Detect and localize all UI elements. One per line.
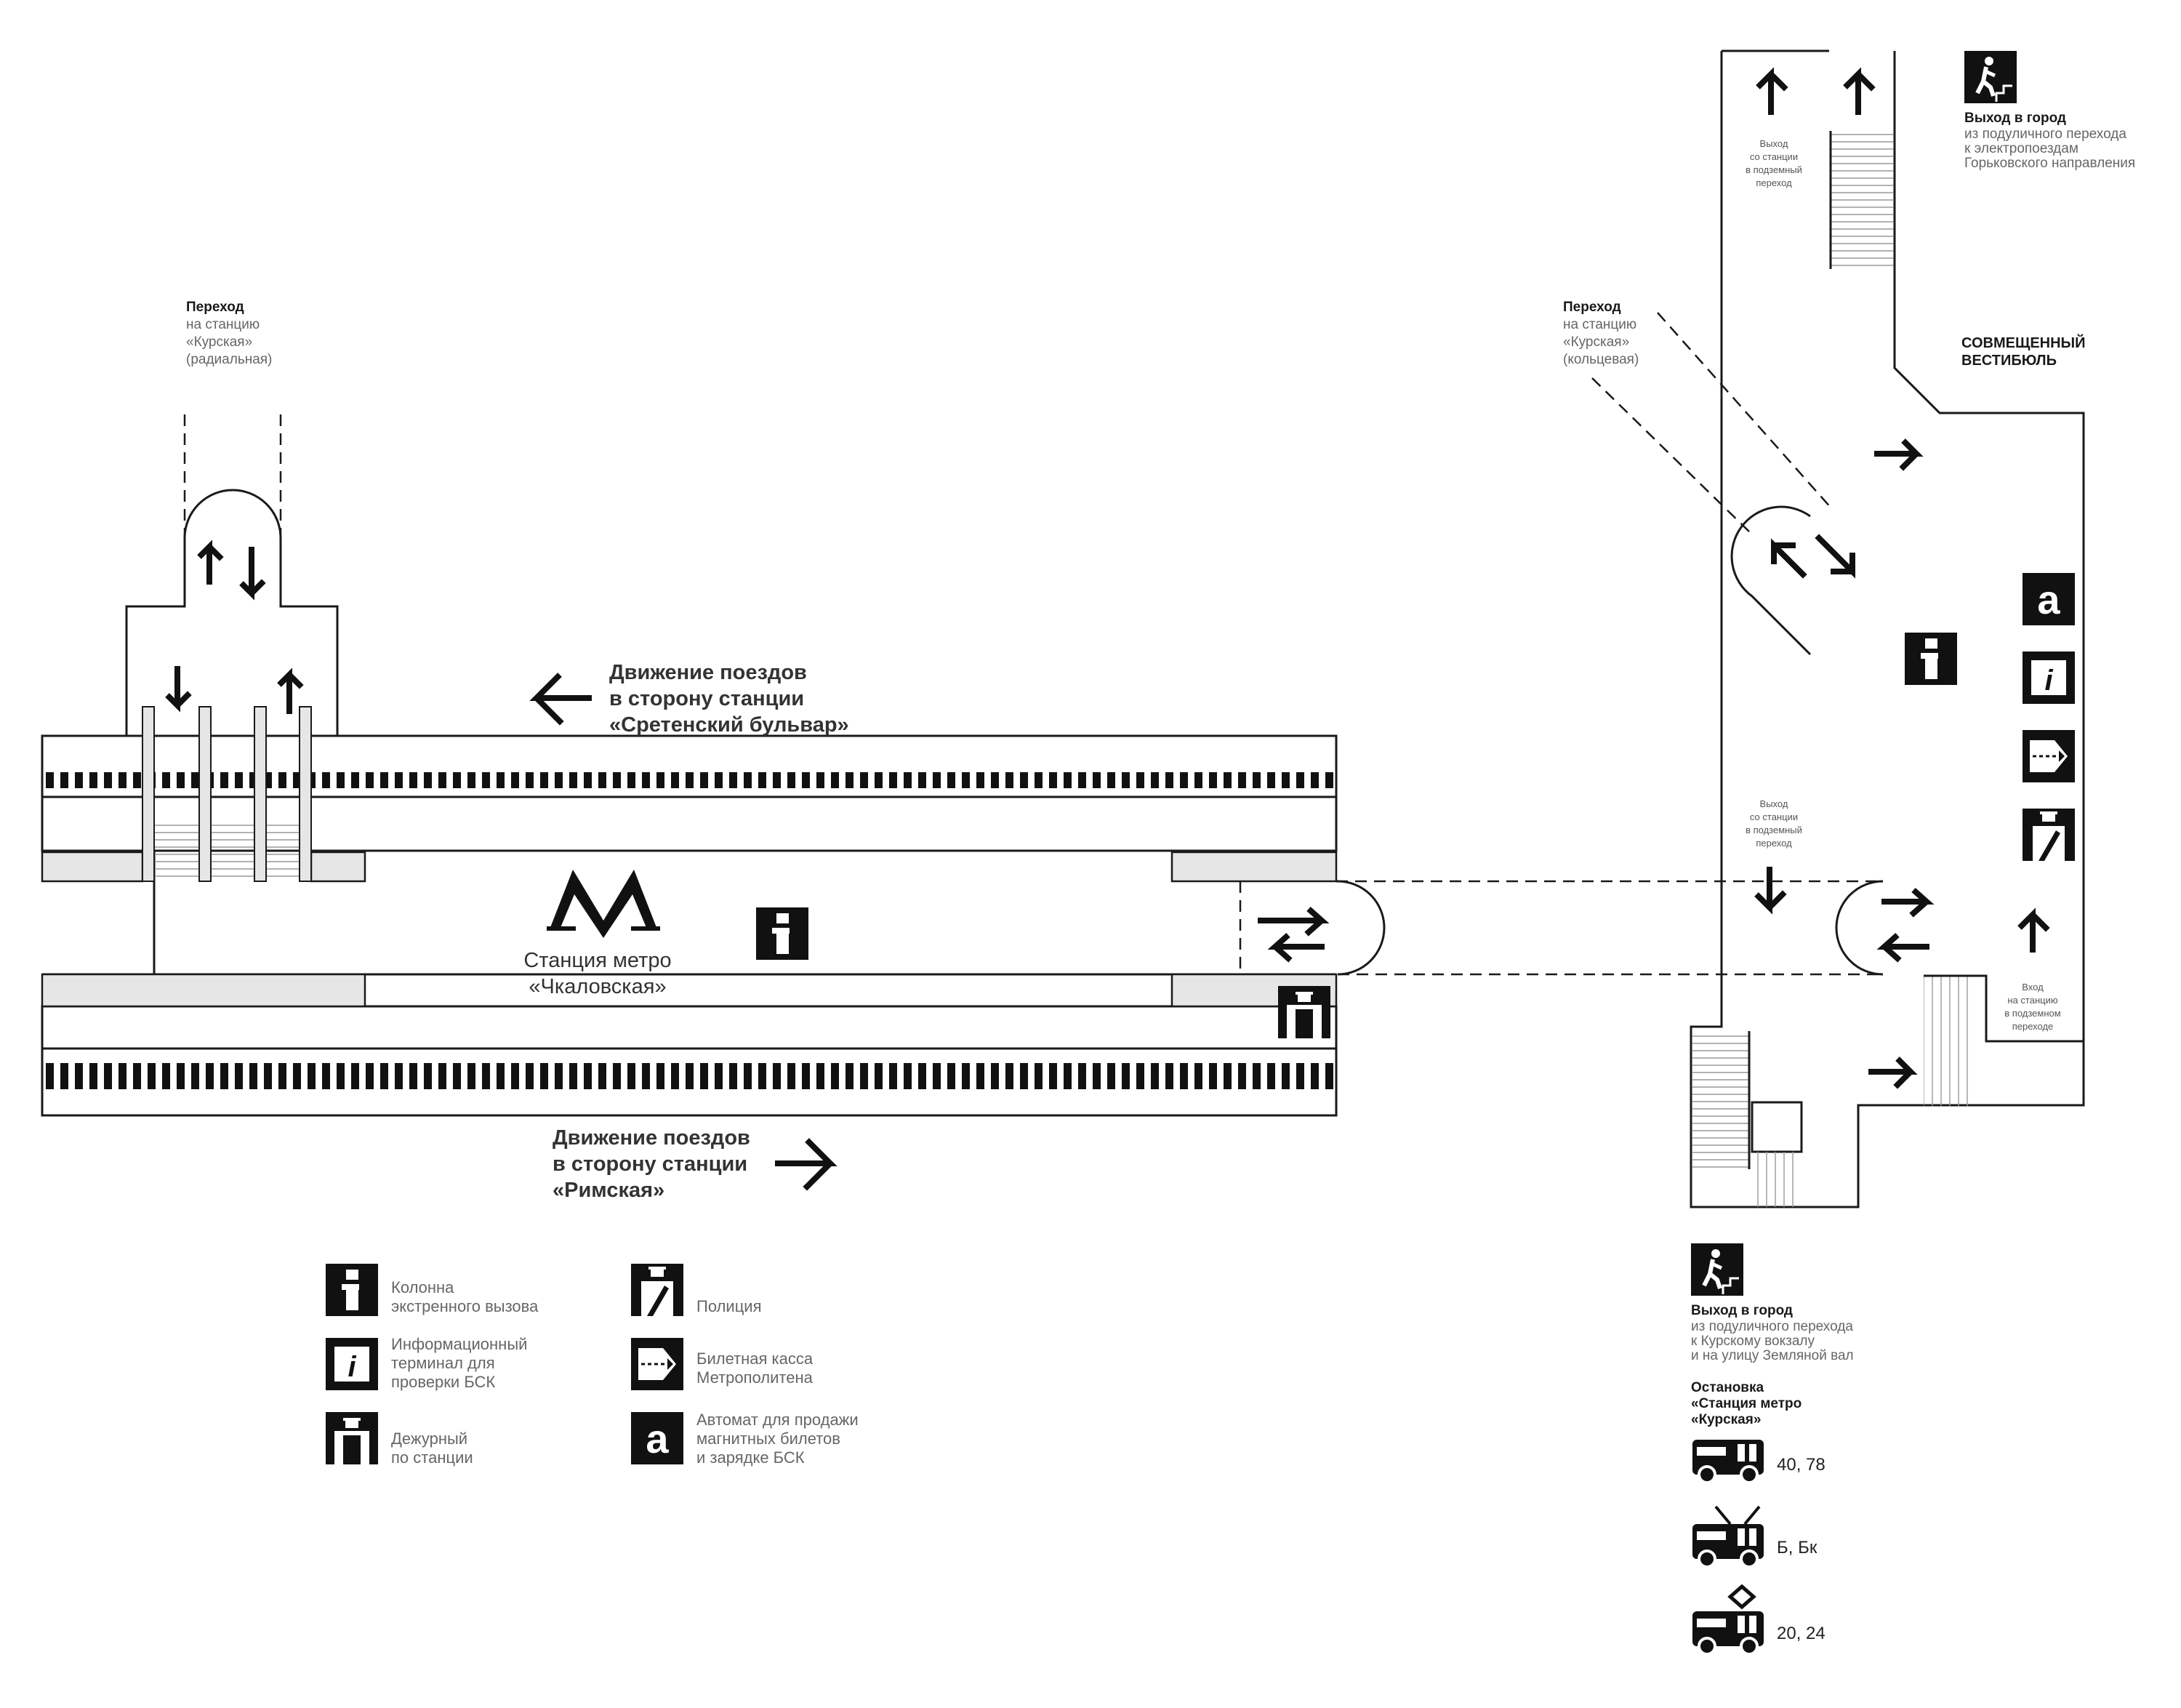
svg-text:Выход: Выход xyxy=(1760,138,1788,149)
svg-text:на станцию: на станцию xyxy=(186,317,260,332)
station-name: Станция метро «Чкаловская» xyxy=(523,949,671,998)
legend-info-terminal-icon xyxy=(326,1338,378,1390)
tram-icon xyxy=(1691,1584,1765,1656)
svg-text:переход: переход xyxy=(1756,177,1792,188)
svg-text:переходе: переходе xyxy=(2012,1021,2054,1032)
bus-icon xyxy=(1691,1438,1765,1484)
svg-text:«Римская»: «Римская» xyxy=(553,1179,664,1202)
legend: Колонна экстренного вызова Информационны… xyxy=(391,1278,859,1467)
exit-city-icon xyxy=(1964,51,2017,103)
svg-text:(радиальная): (радиальная) xyxy=(186,352,272,367)
svg-text:на станцию: на станцию xyxy=(2007,995,2057,1006)
exit-city-icon xyxy=(1691,1243,1743,1296)
exit-city-top-label: Выход в город из подуличного перехода к … xyxy=(1964,111,2135,171)
entry-small-label: Вход на станцию в подземном переходе xyxy=(2004,982,2060,1032)
vestibule xyxy=(1591,49,2085,1208)
arrow-left-icon xyxy=(529,673,592,726)
svg-text:из подуличного перехода: из подуличного перехода xyxy=(1964,127,2126,142)
trolleybus-icon xyxy=(1691,1505,1765,1568)
svg-text:на станцию: на станцию xyxy=(1563,317,1636,332)
svg-text:к электропоездам: к электропоездам xyxy=(1964,141,2078,156)
svg-text:Переход: Переход xyxy=(1563,300,1621,315)
svg-text:и зарядке БСК: и зарядке БСК xyxy=(696,1448,805,1467)
svg-text:переход: переход xyxy=(1756,838,1792,849)
svg-text:со станции: со станции xyxy=(1750,811,1798,822)
svg-text:проверки БСК: проверки БСК xyxy=(391,1373,495,1391)
svg-text:в сторону станции: в сторону станции xyxy=(609,687,804,710)
svg-text:«Чкаловская»: «Чкаловская» xyxy=(529,975,666,998)
svg-text:Колонна: Колонна xyxy=(391,1278,454,1296)
svg-text:Дежурный: Дежурный xyxy=(391,1430,467,1448)
svg-text:и на улицу Земляной вал: и на улицу Земляной вал xyxy=(1691,1348,1854,1363)
metro-logo-icon xyxy=(547,870,660,938)
svg-text:к Курскому вокзалу: к Курскому вокзалу xyxy=(1691,1334,1815,1349)
legend-police-icon xyxy=(631,1264,683,1316)
stop-label: Остановка «Станция метро «Курская» xyxy=(1691,1380,1802,1427)
svg-text:в подземном: в подземном xyxy=(2004,1008,2060,1019)
svg-text:«Курская»: «Курская» xyxy=(186,334,252,350)
svg-text:Автомат для продажи: Автомат для продажи xyxy=(696,1411,859,1429)
svg-text:Полиция: Полиция xyxy=(696,1297,762,1315)
info-terminal-icon xyxy=(2023,651,2075,704)
svg-text:Горьковского направления: Горьковского направления xyxy=(1964,156,2135,171)
transfer-ring-label: Переход на станцию «Курская» (кольцевая) xyxy=(1563,300,1639,367)
svg-text:Переход: Переход xyxy=(186,300,244,315)
exit-city-bottom-label: Выход в город из подуличного перехода к … xyxy=(1691,1303,1854,1363)
svg-text:по станции: по станции xyxy=(391,1448,473,1467)
svg-text:терминал для: терминал для xyxy=(391,1354,495,1372)
svg-text:«Сретенский бульвар»: «Сретенский бульвар» xyxy=(609,713,849,737)
trolleybus-routes: Б, Бк xyxy=(1777,1538,1818,1557)
svg-text:«Курская»: «Курская» xyxy=(1563,334,1629,350)
svg-text:Метрополитена: Метрополитена xyxy=(696,1368,814,1387)
exit-mid-small-label: Выход со станции в подземный переход xyxy=(1746,798,1802,849)
svg-text:Станция метро: Станция метро xyxy=(523,949,671,972)
svg-text:Билетная касса: Билетная касса xyxy=(696,1350,814,1368)
legend-ticket-machine-icon xyxy=(631,1412,683,1464)
svg-text:Выход в город: Выход в город xyxy=(1964,111,2066,126)
direction-top-label: Движение поездов в сторону станции «Срет… xyxy=(609,661,849,737)
station-attendant-icon xyxy=(1278,986,1330,1038)
police-icon xyxy=(2023,809,2075,861)
svg-text:СОВМЕЩЕННЫЙ: СОВМЕЩЕННЫЙ xyxy=(1961,334,2086,351)
svg-text:«Курская»: «Курская» xyxy=(1691,1412,1761,1427)
platform-block xyxy=(41,706,1338,1117)
svg-text:«Станция метро: «Станция метро xyxy=(1691,1396,1802,1411)
svg-text:Выход: Выход xyxy=(1760,798,1788,809)
svg-text:магнитных билетов: магнитных билетов xyxy=(696,1430,840,1448)
tram-routes: 20, 24 xyxy=(1777,1624,1825,1643)
svg-text:Вход: Вход xyxy=(2022,982,2044,993)
legend-station-attendant-icon xyxy=(326,1412,378,1464)
passage-to-vestibule xyxy=(1239,880,1883,976)
emergency-call-icon xyxy=(1905,633,1957,685)
ticket-machine-icon xyxy=(2023,573,2075,625)
transfer-hall-radial xyxy=(125,414,339,736)
legend-emergency-call-icon xyxy=(326,1264,378,1316)
svg-text:Движение поездов: Движение поездов xyxy=(553,1126,750,1150)
svg-text:Информационный: Информационный xyxy=(391,1335,527,1353)
svg-text:Выход в город: Выход в город xyxy=(1691,1303,1793,1318)
svg-text:Остановка: Остановка xyxy=(1691,1380,1764,1395)
legend-ticket-office-icon xyxy=(630,1336,685,1392)
svg-text:ВЕСТИБЮЛЬ: ВЕСТИБЮЛЬ xyxy=(1961,353,2057,369)
svg-text:из подуличного перехода: из подуличного перехода xyxy=(1691,1319,1853,1334)
svg-text:(кольцевая): (кольцевая) xyxy=(1563,352,1639,367)
bus-routes: 40, 78 xyxy=(1777,1455,1825,1475)
direction-bottom-label: Движение поездов в сторону станции «Римс… xyxy=(553,1126,750,1202)
svg-text:Движение поездов: Движение поездов xyxy=(609,661,807,684)
emergency-call-icon xyxy=(756,907,808,960)
svg-text:экстренного вызова: экстренного вызова xyxy=(391,1297,539,1315)
exit-top-small-label: Выход со станции в подземный переход xyxy=(1746,138,1802,188)
transfer-radial-label: Переход на станцию «Курская» (радиальная… xyxy=(186,300,272,367)
svg-text:в подземный: в подземный xyxy=(1746,164,1802,175)
arrow-right-icon xyxy=(775,1138,838,1191)
ticket-office-icon xyxy=(2021,729,2076,784)
vestibule-label: СОВМЕЩЕННЫЙ ВЕСТИБЮЛЬ xyxy=(1961,334,2086,369)
svg-text:в подземный: в подземный xyxy=(1746,825,1802,835)
svg-text:со станции: со станции xyxy=(1750,151,1798,162)
svg-text:в сторону станции: в сторону станции xyxy=(553,1152,747,1176)
